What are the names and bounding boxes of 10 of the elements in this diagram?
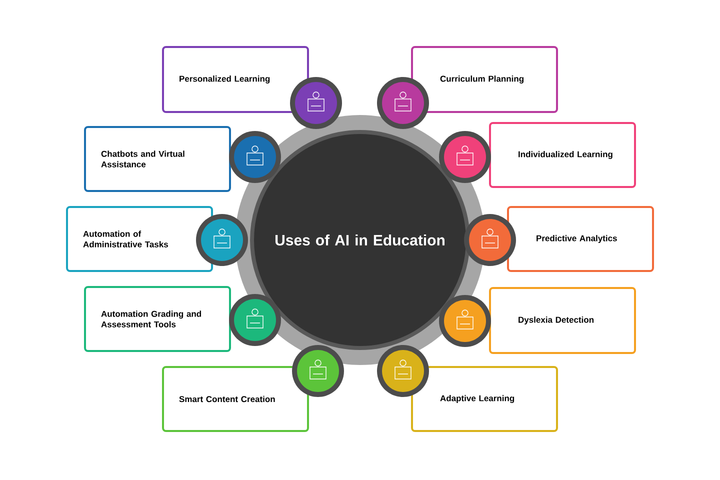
topic-box: Curriculum Planning [411,46,558,113]
topic-box: Chatbots and Virtual Assistance [84,126,231,192]
topic-box: Smart Content Creation [162,366,309,432]
topic-box: Adaptive Learning [411,366,558,432]
topic-box: Personalized Learning [162,46,309,113]
topic-box: Predictive Analytics [507,206,654,272]
topic-box: Automation of Administrative Tasks [66,206,213,272]
topic-box: Automation Grading and Assessment Tools [84,286,231,352]
topic-box: Individualized Learning [489,122,636,188]
topic-box: Dyslexia Detection [489,287,636,354]
